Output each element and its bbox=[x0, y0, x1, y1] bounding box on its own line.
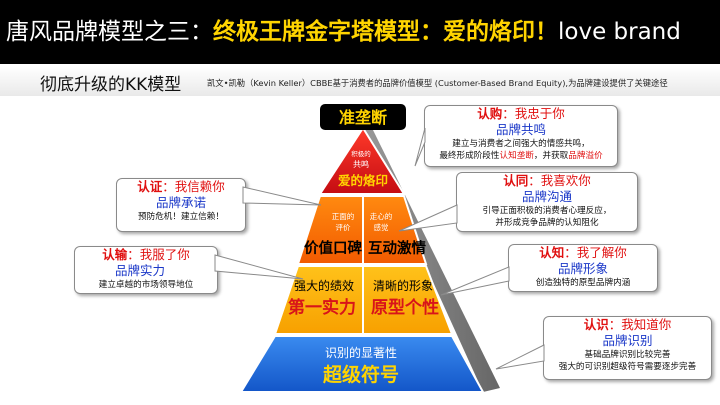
level2-left-big: 价值口碑 bbox=[304, 239, 362, 257]
title-part-3: 爱的烙印！ bbox=[443, 19, 558, 45]
callout-certify-rest: ：我信赖你 bbox=[162, 179, 225, 194]
level2-left-small-2: 评价 bbox=[336, 223, 351, 232]
callout-buy-line2-hl1: 认知垄断 bbox=[499, 151, 534, 161]
callout-certify-main: 品牌承诺 bbox=[155, 195, 206, 210]
title-part-2: 终极王牌金字塔模型： bbox=[213, 19, 443, 45]
callout-buy-line2-pre: 最终形成阶段性 bbox=[439, 151, 500, 161]
callout-agree: 认同：我喜欢你 品牌沟通 引导正面积极的消费者心理反应， 并形成竞争品牌的认知阻… bbox=[398, 172, 638, 232]
criterion-cap bbox=[320, 104, 406, 130]
callout-agree-key: 认同 bbox=[503, 173, 529, 188]
callout-buy-line1: 建立与消费者之间强大的情感共鸣， bbox=[452, 139, 590, 149]
title-bar: 唐风品牌模型之三：终极王牌金字塔模型：爱的烙印！love brand bbox=[0, 0, 720, 64]
level2-right-big: 互动激情 bbox=[368, 239, 426, 257]
callout-recognize-line1: 基础品牌识别比较完善 bbox=[584, 350, 671, 360]
callout-know-rest: ：我了解你 bbox=[564, 245, 627, 260]
pyramid-top-level bbox=[318, 126, 406, 195]
callout-buy-line2-hl2: 品牌溢价 bbox=[568, 151, 603, 161]
callout-know-main: 品牌形象 bbox=[557, 261, 608, 276]
callout-buy-rest: ：我忠于你 bbox=[502, 106, 565, 121]
level3-left-small: 强大的绩效 bbox=[294, 278, 354, 293]
callout-certify-line1: 预防危机！建立信赖！ bbox=[138, 212, 224, 222]
callout-buy-key: 认购 bbox=[477, 106, 503, 121]
callout-recognize-line2: 强大的可识别超级符号需要逐步完善 bbox=[558, 362, 697, 372]
callout-concede: 认输：我服了你 品牌实力 建立卓越的市场领导地位 bbox=[74, 246, 304, 294]
level3-right-big: 原型个性 bbox=[371, 297, 439, 318]
callout-know-pointer bbox=[440, 266, 510, 296]
callout-know-line1: 创造独特的原型品牌内涵 bbox=[535, 278, 631, 288]
callout-concede-rest: ：我服了你 bbox=[127, 247, 190, 262]
callout-concede-main: 品牌实力 bbox=[115, 263, 166, 278]
callout-recognize-rest: ：我知道你 bbox=[608, 317, 672, 332]
page-title: 唐风品牌模型之三：终极王牌金字塔模型：爱的烙印！love brand bbox=[6, 18, 681, 46]
callout-recognize-main: 品牌识别 bbox=[602, 333, 653, 348]
base-big: 超级符号 bbox=[322, 363, 399, 386]
subtitle-bar bbox=[0, 66, 720, 96]
subtitle: 彻底升级的KK模型 bbox=[40, 75, 182, 95]
callout-concede-key: 认输 bbox=[102, 247, 128, 262]
level2-right-small-2: 感觉 bbox=[374, 222, 389, 232]
level3-left-big: 第一实力 bbox=[288, 297, 356, 318]
level3-right-small: 清晰的形象 bbox=[373, 278, 433, 293]
callout-certify-key: 认证 bbox=[137, 179, 163, 194]
base-small: 识别的显著性 bbox=[325, 345, 397, 360]
callout-concede-pointer bbox=[214, 254, 304, 280]
callout-agree-line2: 并形成竞争品牌的认知阻化 bbox=[495, 218, 599, 228]
top-small-2: 共鸣 bbox=[353, 159, 369, 169]
callout-certify-pointer bbox=[242, 186, 322, 206]
top-big: 爱的烙印 bbox=[338, 173, 388, 188]
callout-buy-main: 品牌共鸣 bbox=[495, 122, 546, 137]
callout-buy-line2: 最终形成阶段性认知垄断，并获取品牌溢价 bbox=[425, 150, 617, 162]
callout-buy-line2-mid: ，并获取 bbox=[533, 151, 569, 161]
callout-agree-main: 品牌沟通 bbox=[521, 189, 572, 204]
callout-buy: 认购：我忠于你 品牌共鸣 建立与消费者之间强大的情感共鸣， 最终形成阶段性认知垄… bbox=[414, 105, 618, 167]
callout-concede-line1: 建立卓越的市场领导地位 bbox=[98, 280, 194, 290]
callout-buy-pointer bbox=[414, 127, 426, 167]
callout-agree-line1: 引导正面积极的消费者心理反应， bbox=[482, 206, 612, 216]
level2-left-small-1: 正面的 bbox=[332, 211, 355, 221]
model-description: 凯文•凯勒（Kevin Keller）CBBE基于消费者的品牌价值模型 (Cus… bbox=[207, 78, 668, 88]
callout-know: 认知：我了解你 品牌形象 创造独特的原型品牌内涵 bbox=[440, 244, 658, 296]
criterion-label: 准垄断 bbox=[339, 108, 387, 127]
title-part-1: 唐风品牌模型之三： bbox=[6, 19, 213, 45]
callout-agree-pointer bbox=[398, 204, 458, 232]
top-small-1: 积极的 bbox=[351, 149, 371, 158]
level2-right-small-1: 走心的 bbox=[370, 211, 393, 221]
title-part-4: love brand bbox=[558, 19, 681, 45]
pyramid-base-level bbox=[239, 335, 485, 393]
callout-recognize: 认识：我知道你 品牌识别 基础品牌识别比较完善 强大的可识别超级符号需要逐步完善 bbox=[495, 316, 712, 380]
callout-know-key: 认知 bbox=[539, 245, 565, 260]
callout-recognize-key: 认识 bbox=[583, 317, 609, 332]
callout-agree-rest: ：我喜欢你 bbox=[528, 173, 591, 188]
callout-certify: 认证：我信赖你 品牌承诺 预防危机！建立信赖！ bbox=[116, 178, 322, 232]
callout-recognize-pointer bbox=[495, 344, 545, 370]
